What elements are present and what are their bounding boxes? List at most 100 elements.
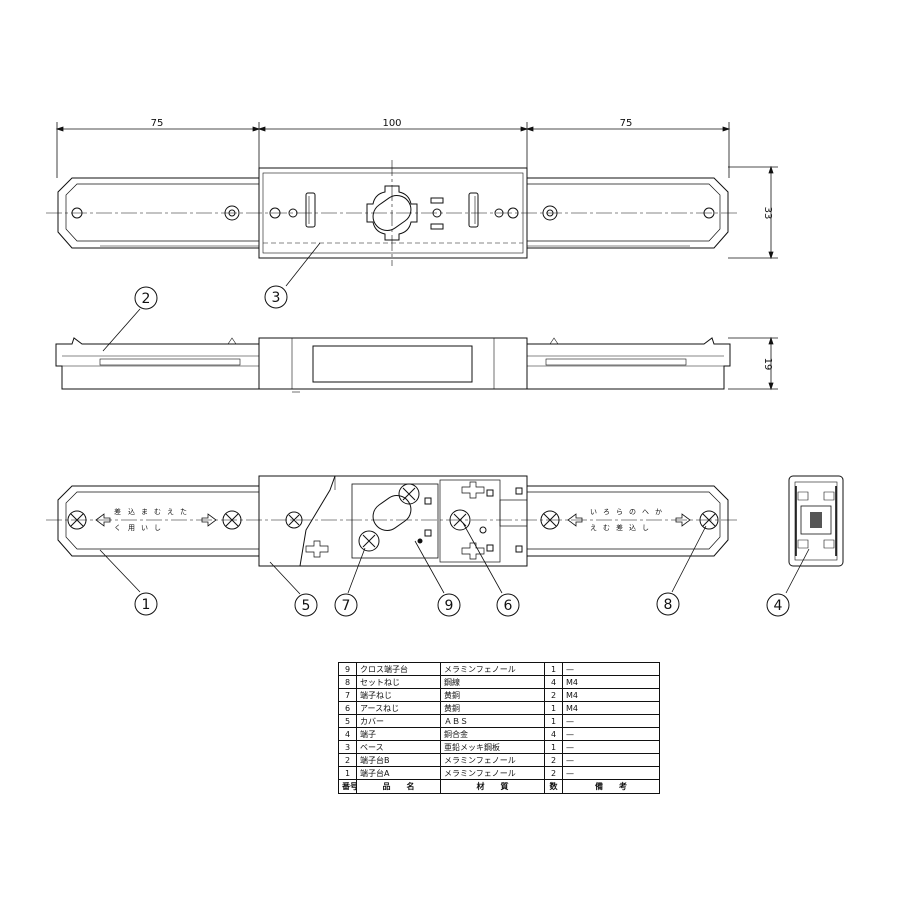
- callouts: [134, 285, 790, 617]
- callout-9: [437, 593, 461, 617]
- table-cell-material: 鋼線: [440, 675, 545, 689]
- table-cell-qty: 1: [544, 714, 563, 728]
- side-view: [55, 308, 731, 393]
- table-header-remarks: 備 考: [562, 779, 660, 794]
- table-cell-name: カバー: [356, 714, 441, 728]
- table-header-material: 材 質: [440, 779, 545, 794]
- callout-2: [134, 286, 158, 310]
- table-cell-remarks: —: [562, 753, 660, 767]
- engraving-right-char: ろ: [603, 508, 610, 516]
- table-cell-no: 8: [338, 675, 357, 689]
- table-cell-material: 黄銅: [440, 701, 545, 715]
- table-cell-name: ベース: [356, 740, 441, 754]
- table-cell-remarks: M4: [562, 688, 660, 702]
- callout-label-5: 5: [302, 598, 311, 614]
- table-cell-no: 7: [338, 688, 357, 702]
- engraving-right-char: か: [655, 508, 662, 516]
- callout-label-4: 4: [774, 598, 783, 614]
- table-cell-name: 端子台B: [356, 753, 441, 767]
- callout-label-6: 6: [504, 598, 513, 614]
- table-cell-name: セットねじ: [356, 675, 441, 689]
- table-cell-material: 銅合金: [440, 727, 545, 741]
- table-cell-name: 端子台A: [356, 766, 441, 780]
- engraving-right-char: へ: [642, 508, 649, 516]
- engraving-right-char: 込: [629, 523, 636, 532]
- table-cell-no: 2: [338, 753, 357, 767]
- callout-label-3: 3: [272, 290, 281, 306]
- callout-1: [134, 592, 158, 616]
- callout-5: [294, 593, 318, 617]
- table-cell-qty: 4: [544, 727, 563, 741]
- end-view: [785, 475, 844, 594]
- dimension-left: 75: [151, 118, 164, 129]
- table-cell-qty: 1: [544, 701, 563, 715]
- callout-3: [264, 285, 288, 309]
- engraving-left-char: 用: [128, 524, 135, 532]
- table-header-name: 品 名: [356, 779, 441, 794]
- table-cell-remarks: —: [562, 766, 660, 780]
- table-cell-no: 5: [338, 714, 357, 728]
- table-cell-remarks: M4: [562, 701, 660, 715]
- dimension-height-19: 19: [762, 358, 773, 371]
- dimension-height-33: 33: [762, 207, 773, 220]
- engraving-left-char: む: [154, 508, 161, 516]
- table-cell-no: 3: [338, 740, 357, 754]
- table-cell-remarks: —: [562, 740, 660, 754]
- engraving-right-char: い: [590, 508, 597, 516]
- engraving-left-char: え: [167, 508, 174, 516]
- callout-label-9: 9: [445, 598, 454, 614]
- engraving-right-char: ら: [616, 508, 623, 516]
- callout-8: [656, 592, 680, 616]
- table-cell-name: 端子ねじ: [356, 688, 441, 702]
- table-cell-qty: 1: [544, 662, 563, 676]
- callout-label-7: 7: [342, 598, 351, 614]
- callout-label-1: 1: [142, 597, 151, 613]
- callout-4: [766, 593, 790, 617]
- table-cell-material: ＡＢＳ: [440, 714, 545, 728]
- callout-6: [496, 593, 520, 617]
- table-cell-material: メラミンフェノール: [440, 753, 545, 767]
- engraving-right-char: の: [629, 508, 636, 516]
- table-cell-remarks: —: [562, 714, 660, 728]
- engraving-right-arm: い ろ ら の へ か え む 差 込 し: [590, 508, 662, 532]
- top-view: [46, 160, 740, 287]
- table-cell-no: 9: [338, 662, 357, 676]
- table-cell-name: アースねじ: [356, 701, 441, 715]
- table-cell-qty: 2: [544, 766, 563, 780]
- engraving-left-char: 込: [128, 507, 135, 516]
- callout-7: [334, 593, 358, 617]
- table-cell-remarks: —: [562, 727, 660, 741]
- engraving-left-char: ま: [141, 508, 148, 516]
- callout-label-8: 8: [664, 597, 673, 613]
- engraving-left-char: 差: [114, 507, 121, 516]
- table-cell-material: メラミンフェノール: [440, 766, 545, 780]
- dimension-right: 75: [620, 118, 633, 129]
- callout-label-2: 2: [142, 291, 151, 307]
- table-cell-qty: 2: [544, 688, 563, 702]
- table-cell-material: 黄銅: [440, 688, 545, 702]
- engraving-right-char: 差: [616, 523, 623, 532]
- table-cell-qty: 4: [544, 675, 563, 689]
- table-header-row: 番号品 名材 質数備 考: [338, 779, 660, 794]
- engraving-right-char: む: [603, 524, 610, 532]
- engraving-left-char: い: [141, 524, 148, 532]
- engraving-left-char: く: [114, 524, 121, 532]
- bottom-view: [46, 475, 740, 595]
- engraving-left-arm: 差 込 ま む え た く 用 い し: [114, 507, 187, 532]
- table-cell-no: 4: [338, 727, 357, 741]
- engraving-right-char: し: [642, 524, 649, 532]
- dimension-center: 100: [382, 118, 401, 129]
- table-cell-remarks: —: [562, 662, 660, 676]
- table-cell-name: 端子: [356, 727, 441, 741]
- dimension-lines: [55, 122, 778, 391]
- table-cell-material: メラミンフェノール: [440, 662, 545, 676]
